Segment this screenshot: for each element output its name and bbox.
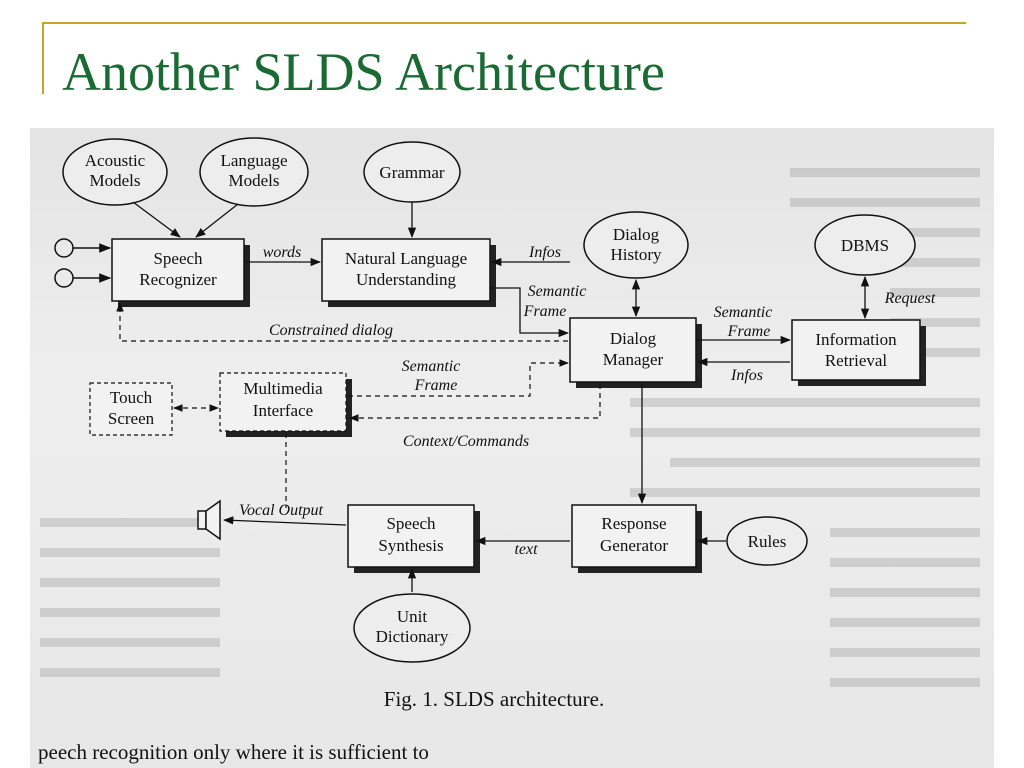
acoustic-models-line-2: Models <box>90 171 141 190</box>
arrow-language-to-recognizer <box>195 203 239 238</box>
label-semantic-frame-ir-2: Frame <box>727 323 771 340</box>
label-context-commands: Context/Commands <box>403 433 529 450</box>
figure-caption: Fig. 1. SLDS architecture. <box>384 687 604 711</box>
nlu-line-2: Understanding <box>356 270 457 289</box>
box-touch-screen: Touch Screen <box>89 382 173 436</box>
ellipse-acoustic-models: Acoustic Models <box>62 138 168 206</box>
slide-title: Another SLDS Architecture <box>62 42 665 102</box>
microphone-icon <box>54 238 112 288</box>
multimedia-interface-line-2: Interface <box>253 401 313 420</box>
title-rule-horizontal <box>42 22 966 24</box>
dialog-manager-line-2: Manager <box>603 350 664 369</box>
unit-dictionary-line-2: Dictionary <box>376 627 449 646</box>
label-infos-nlu: Infos <box>528 244 561 261</box>
box-nlu: Natural Language Understanding <box>321 238 496 307</box>
arrow-vocal-output <box>222 516 347 526</box>
speech-synthesis-line-1: Speech <box>386 514 436 533</box>
scanned-figure: Acoustic Models Language Models Grammar … <box>30 128 994 768</box>
nlu-line-1: Natural Language <box>345 249 467 268</box>
box-dialog-manager: Dialog Manager <box>569 317 702 388</box>
ellipse-rules: Rules <box>726 516 808 566</box>
label-constrained-dialog: Constrained dialog <box>269 322 393 339</box>
touch-screen-line-2: Screen <box>108 409 155 428</box>
speech-recognizer-line-1: Speech <box>153 249 203 268</box>
label-semantic-frame-nlu-2: Frame <box>523 303 567 320</box>
arrow-acoustic-to-recognizer <box>132 201 181 238</box>
box-information-retrieval: Information Retrieval <box>791 319 926 386</box>
box-speech-recognizer: Speech Recognizer <box>111 238 250 307</box>
unit-dictionary-line-1: Unit <box>397 607 428 626</box>
language-models-line-2: Models <box>229 171 280 190</box>
label-infos-ir: Infos <box>730 367 763 384</box>
arrow-semantic-frame-to-dm <box>490 287 570 338</box>
speech-recognizer-line-2: Recognizer <box>139 270 217 289</box>
response-generator-line-2: Generator <box>600 536 668 555</box>
dialog-history-line-2: History <box>611 245 663 264</box>
ellipse-grammar: Grammar <box>363 141 461 203</box>
label-semantic-frame-mm-2: Frame <box>414 377 458 394</box>
title-rule-vertical <box>42 22 44 94</box>
loudspeaker-icon <box>197 499 221 541</box>
box-speech-synthesis: Speech Synthesis <box>347 504 480 573</box>
ellipse-language-models: Language Models <box>199 137 309 207</box>
response-generator-line-1: Response <box>601 514 666 533</box>
information-retrieval-line-2: Retrieval <box>825 351 888 370</box>
label-vocal-output: Vocal Output <box>239 502 324 519</box>
dbms-label: DBMS <box>841 236 889 255</box>
label-semantic-frame-nlu-1: Semantic <box>528 283 587 300</box>
label-text: text <box>514 541 538 558</box>
touch-screen-line-1: Touch <box>110 388 153 407</box>
multimedia-interface-line-1: Multimedia <box>243 379 323 398</box>
grammar-label: Grammar <box>379 163 444 182</box>
rules-label: Rules <box>748 532 787 551</box>
slds-architecture-diagram: Acoustic Models Language Models Grammar … <box>54 137 936 711</box>
arrow-context-commands <box>349 384 601 422</box>
information-retrieval-line-1: Information <box>815 330 897 349</box>
language-models-line-1: Language <box>220 151 287 170</box>
label-semantic-frame-mm-1: Semantic <box>402 358 461 375</box>
label-words: words <box>263 244 302 261</box>
label-request: Request <box>884 290 936 307</box>
box-response-generator: Response Generator <box>571 504 702 573</box>
ellipse-dialog-history: Dialog History <box>583 211 689 279</box>
ellipse-unit-dictionary: Unit Dictionary <box>353 593 471 663</box>
scan-cut-text: peech recognition only where it is suffi… <box>38 740 429 764</box>
box-multimedia-interface: Multimedia Interface <box>219 372 352 437</box>
speech-synthesis-line-2: Synthesis <box>378 536 443 555</box>
label-semantic-frame-ir-1: Semantic <box>714 304 773 321</box>
dialog-history-line-1: Dialog <box>613 225 660 244</box>
acoustic-models-line-1: Acoustic <box>85 151 146 170</box>
arrow-semantic-frame-mm <box>348 359 569 397</box>
dialog-manager-line-1: Dialog <box>610 329 657 348</box>
ellipse-dbms: DBMS <box>814 214 916 276</box>
bleed-through-text <box>40 168 980 687</box>
